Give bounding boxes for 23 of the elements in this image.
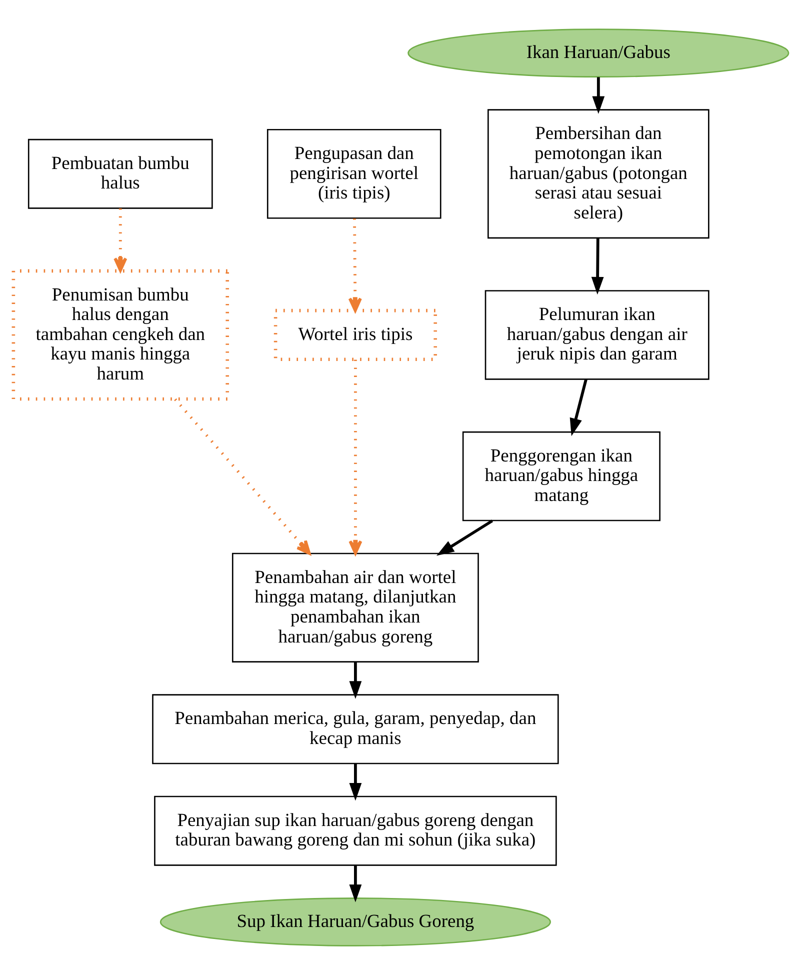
- node-box: Wortel iris tipis: [274, 308, 437, 362]
- node-box: Pembersihan dan pemotongan ikan haruan/gabus (potongan serasi atau sesuai selera): [488, 109, 710, 239]
- arrow: [349, 764, 362, 801]
- node-box: Penumisan bumbu halus dengan tambahan cengkeh dan kayu manis hingga harum: [12, 269, 229, 401]
- arrow: [349, 866, 362, 902]
- node-ellipse: Ikan Haruan/Gabus: [408, 28, 790, 78]
- arrow: [349, 662, 362, 699]
- node-ellipse: Sup Ikan Haruan/Gabus Goreng: [160, 898, 551, 946]
- arrow: [348, 360, 362, 555]
- arrow: [174, 398, 311, 555]
- node-box: Pelumuran ikan haruan/gabus dengan air jeruk nipis dan garam: [484, 290, 710, 380]
- arrow: [570, 379, 588, 436]
- node-box: Penyajian sup ikan haruan/gabus goreng dengan taburan bawang goreng dan mi sohun (jika suka): [154, 796, 557, 866]
- arrow: [348, 218, 362, 312]
- node-box: Pembuatan bumbu halus: [28, 138, 213, 209]
- node-box: Penambahan merica, gula, garam, penyedap, dan kecap manis: [152, 694, 559, 764]
- arrow: [592, 77, 605, 114]
- node-box: Penambahan air dan wortel hingga matang, dilanjutkan penambahan ikan haruan/gabus goreng: [232, 552, 479, 662]
- arrow: [114, 208, 128, 272]
- arrow: [436, 520, 494, 556]
- arrow: [591, 238, 604, 295]
- node-box: Penggorengan ikan haruan/gabus hingga matang: [462, 431, 660, 522]
- node-box: Pengupasan dan pengirisan wortel (iris tipis): [266, 128, 442, 219]
